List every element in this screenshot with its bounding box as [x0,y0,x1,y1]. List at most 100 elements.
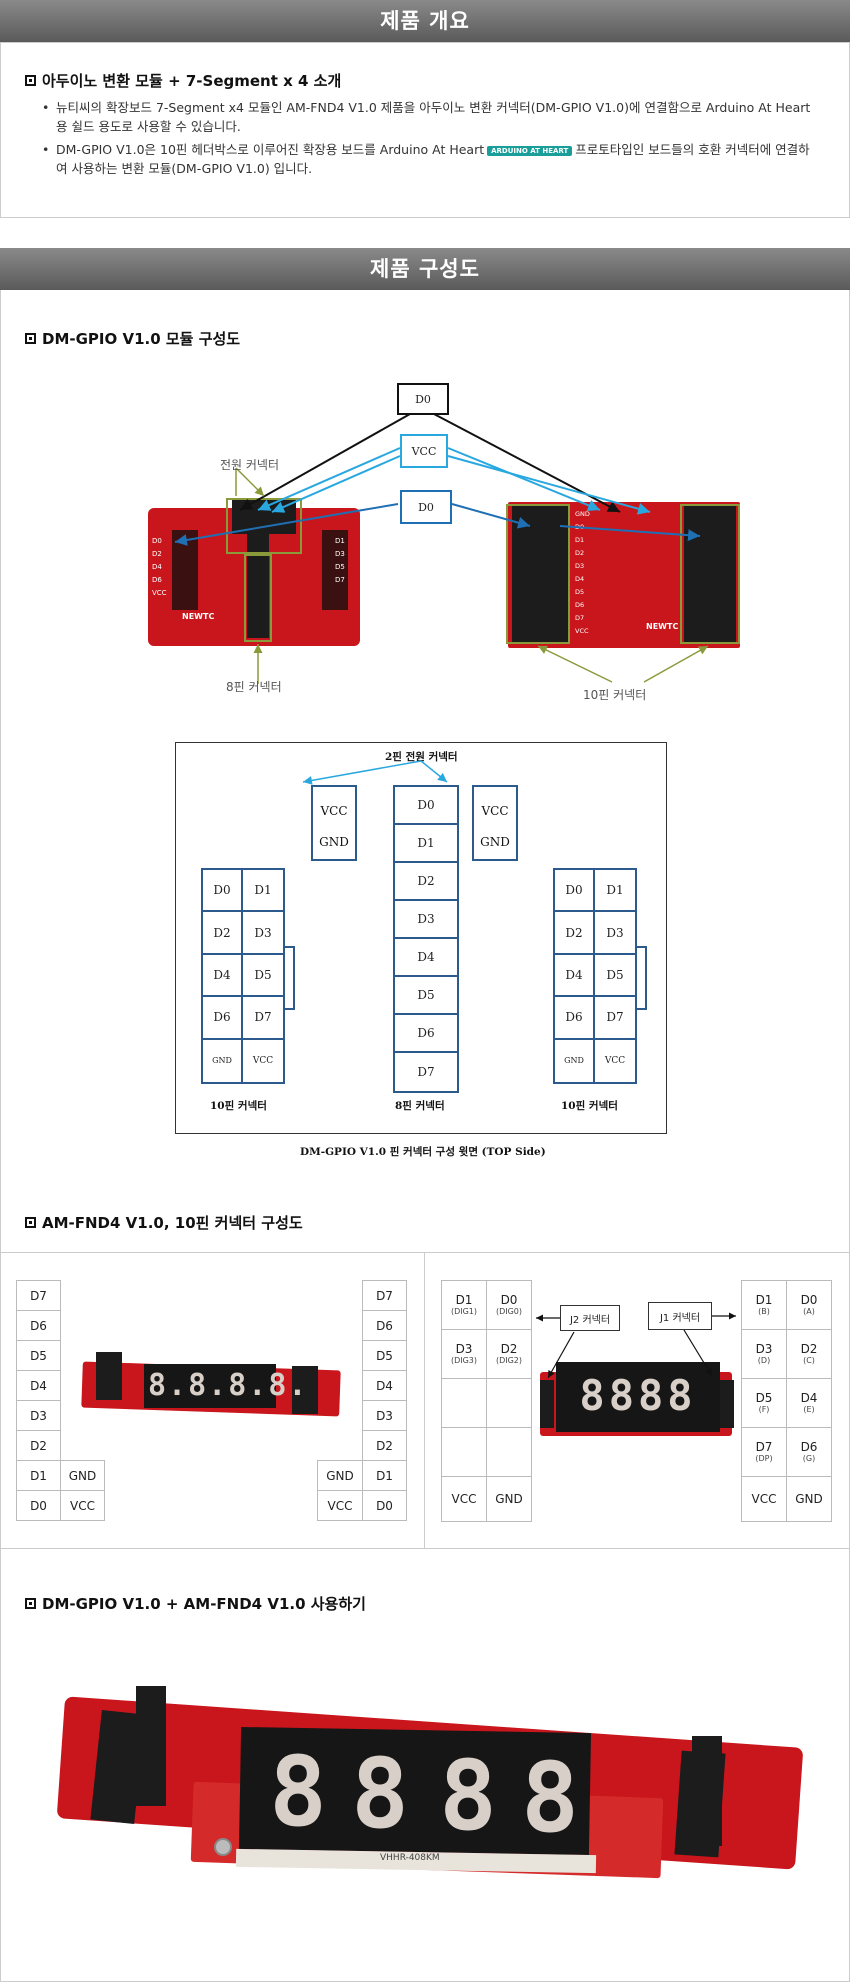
square-bullet-icon [25,75,36,86]
pin10-highlight-a [506,504,570,644]
fnd-j1-cell: D6(G) [786,1427,832,1477]
right-small-header [322,530,348,610]
pin-diagram-label-right: 10핀 커넥터 [561,1100,618,1112]
grid-pin: D1 [595,870,635,913]
grid-pin: D4 [555,954,595,998]
pin10-highlight-b [680,504,740,644]
pin8-connector-label: 8핀 커넥터 [226,680,282,694]
grid-pin: D0 [203,870,243,913]
grid-pin: GND [203,1039,243,1082]
fnd-right-cell: D6 [362,1310,407,1341]
overview-bullets: 뉴티씨의 확장보드 7-Segment x4 모듈인 AM-FND4 V1.0 … [42,98,812,182]
pin-diagram-label-left: 10핀 커넥터 [210,1100,267,1112]
usage-right-header-b [692,1736,722,1846]
grid-pin: D0 [555,870,595,913]
screw-icon [214,1838,232,1856]
fnd-j1-cell: VCC [741,1476,787,1522]
overview-banner: 제품 개요 [0,0,850,42]
fnd-right-display [556,1362,720,1432]
fnd-j2-cell: GND [486,1476,532,1522]
power-left-gnd: GND [311,825,357,861]
fnd-j1-cell: D2(C) [786,1329,832,1379]
square-bullet-icon [25,1598,36,1609]
right-10pin-header-a [512,506,568,642]
right-10pin-grid: D0 D1 D2 D3 D4 D5 D6 D7 GND VCC [553,868,637,1084]
grid-pin: VCC [604,1055,626,1066]
usage-digit: 8 [521,1742,579,1854]
fnd-right-header [292,1366,318,1414]
photo1-arrows [174,413,709,684]
right-board-brand: NEWTC [646,622,679,631]
fnd-left-cell: D3 [16,1400,61,1431]
usage-part-label: VHHR-408KM [380,1853,440,1863]
grid-pin: D1 [243,870,283,913]
fnd-right-cell: GND [317,1460,363,1491]
grid-pin: D2 [203,912,243,955]
fnd-left-header [96,1352,122,1400]
usage-digit: 8 [439,1740,497,1852]
center-8pin: D0 D1 D2 D3 D4 D5 D6 D7 [393,785,459,1093]
fnd-left-cell: D0 [16,1490,61,1521]
fnd-right-cell: D3 [362,1400,407,1431]
left-grid-key-notch [285,946,295,1010]
fnd-right-cell: D4 [362,1370,407,1401]
right-10pin-header-b [684,506,736,642]
arduino-at-heart-logo: ARDUINO AT HEART [487,145,573,156]
fnd-j1-cell: D0(A) [786,1280,832,1330]
fnd-j1-cell: GND [786,1476,832,1522]
square-bullet-icon [25,333,36,344]
pin8-header [247,534,269,638]
pin8-highlight [244,554,272,642]
grid-pin: D3 [243,912,283,955]
fnd-left-cell: D5 [16,1340,61,1371]
fnd-right-left-header [540,1380,554,1428]
fnd-right-arrows [536,1312,736,1379]
grid-pin: D3 [595,912,635,955]
power-connector-label: 전원 커넥터 [220,458,280,472]
left-board-brand: NEWTC [182,612,215,621]
pin-diagram-caption: DM-GPIO V1.0 핀 커넥터 구성 윗면 (TOP Side) [300,1146,546,1158]
grid-pin: D5 [595,955,635,998]
fnd-right-digits: 8888 [579,1371,697,1420]
right-board-pins: GNDD0D1D2D3D4D5D6D7VCC [575,510,590,635]
fnd-j2-cell: D3(DIG3) [441,1329,487,1379]
composition-heading: DM-GPIO V1.0 모듈 구성도 [25,328,240,349]
fnd-left-cell: D6 [16,1310,61,1341]
fnd-j2-cell: VCC [441,1476,487,1522]
bullet-item: 뉴티씨의 확장보드 7-Segment x4 모듈인 AM-FND4 V1.0 … [42,98,812,136]
fnd-left-cell: D4 [16,1370,61,1401]
center-pin: D5 [395,977,457,1015]
square-bullet-icon [25,1217,36,1228]
fnd-right-cell: D0 [362,1490,407,1521]
power-right-gnd: GND [472,825,518,861]
center-pin: D7 [417,1065,435,1079]
fnd-digits: 8.8.8.8. [148,1368,309,1403]
fnd-j1-cell: D4(E) [786,1378,832,1428]
pin10-connector-label: 10핀 커넥터 [583,688,647,702]
left-10pin-grid: D0 D1 D2 D3 D4 D5 D6 D7 GND VCC [201,868,285,1084]
fnd-left-cell: VCC [60,1490,105,1521]
fnd-right-cell: D5 [362,1340,407,1371]
fnd-mid-divider [424,1252,425,1548]
fnd-left-cell: GND [60,1460,105,1491]
fnd-j2-cell: D1(DIG1) [441,1280,487,1330]
fnd-right-cell: D2 [362,1430,407,1461]
fnd-j1-cell: D3(D) [741,1329,787,1379]
fnd-display [144,1364,276,1408]
composition-banner: 제품 구성도 [0,248,850,290]
right-grid-key-notch [637,946,647,1010]
fnd-j2-cell-empty [441,1378,487,1428]
fnd-right-cell: D7 [362,1280,407,1311]
grid-pin: D6 [555,997,595,1040]
center-pin: D3 [395,901,457,939]
pin-diagram-arrows [302,760,448,785]
fnd-right-right-header [720,1380,734,1428]
grid-pin: GND [555,1039,595,1082]
usage-digit: 8 [269,1736,327,1848]
overview-heading: 아두이노 변환 모듈 + 7-Segment x 4 소개 [25,70,341,91]
j2-callout: J2 커넥터 [560,1305,620,1331]
center-pin: D4 [395,939,457,977]
fnd-j2-cell: D0(DIG0) [486,1280,532,1330]
grid-pin: D6 [203,997,243,1040]
